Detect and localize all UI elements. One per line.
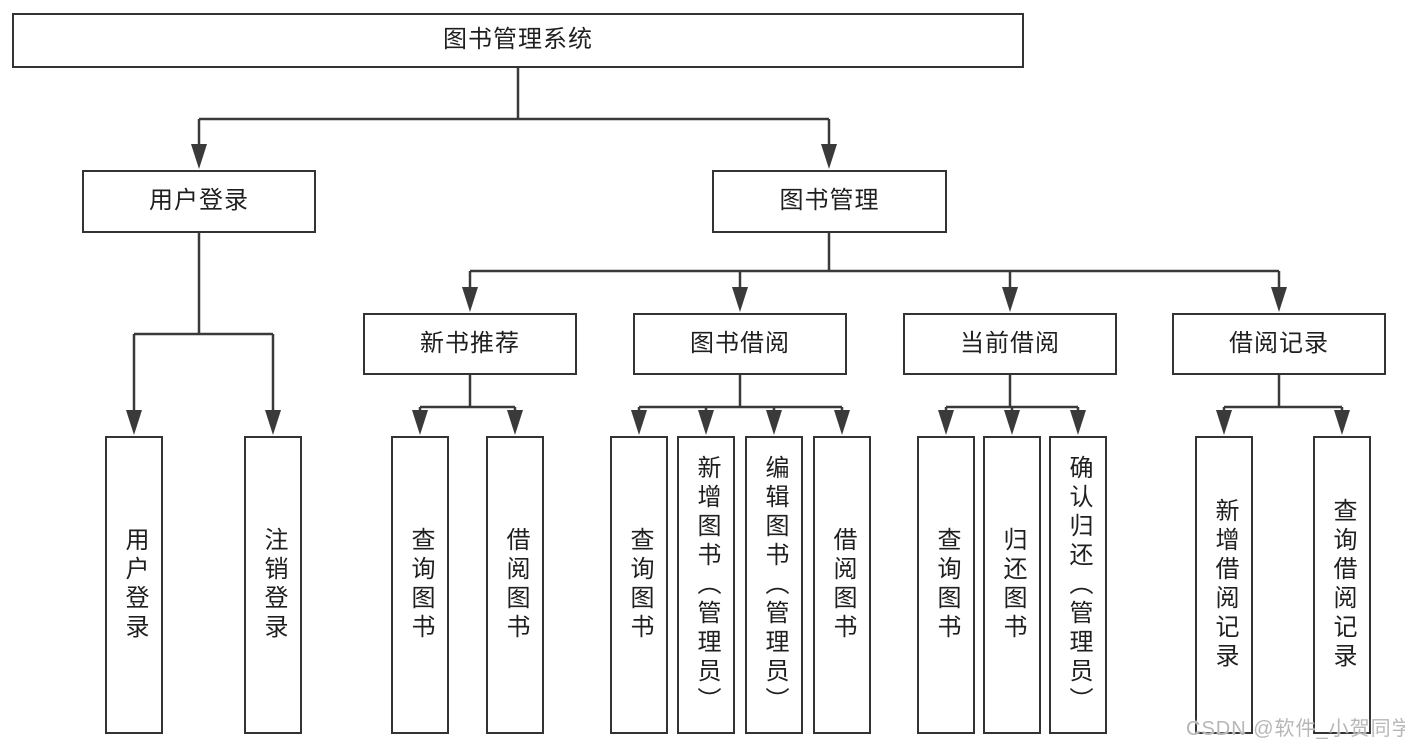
leaf-user-login: 用户登录	[105, 436, 163, 734]
node-label: 借阅图书	[829, 527, 856, 643]
node-library-management-system: 图书管理系统	[12, 13, 1024, 68]
leaf-add-books-admin: 新增图书（管理员）	[677, 436, 735, 734]
node-label: 编辑图书（管理员）	[761, 454, 788, 716]
node-label: 新增借阅记录	[1211, 498, 1238, 672]
leaf-logout: 注销登录	[244, 436, 302, 734]
node-label: 新书推荐	[420, 329, 520, 357]
node-label: 图书管理	[779, 187, 880, 215]
leaf-query-books-recommend: 查询图书	[391, 436, 449, 734]
node-label: 用户登录	[121, 527, 148, 643]
node-label: 用户登录	[149, 187, 249, 215]
node-label: 图书借阅	[690, 329, 790, 357]
leaf-add-borrow-record: 新增借阅记录	[1195, 436, 1253, 734]
node-label: 查询图书	[407, 527, 434, 643]
node-label: 确认归还（管理员）	[1065, 454, 1092, 716]
leaf-confirm-return-admin: 确认归还（管理员）	[1049, 436, 1107, 734]
node-label: 借阅图书	[502, 527, 529, 643]
leaf-query-borrow-record: 查询借阅记录	[1313, 436, 1371, 734]
leaf-borrow-books-recommend: 借阅图书	[486, 436, 544, 734]
node-label: 查询图书	[626, 527, 653, 643]
node-label: 图书管理系统	[443, 26, 593, 54]
node-user-login: 用户登录	[82, 170, 316, 233]
node-label: 注销登录	[260, 527, 287, 643]
node-label: 新增图书（管理员）	[693, 454, 720, 716]
node-label: 借阅记录	[1229, 329, 1329, 357]
leaf-borrow-books: 借阅图书	[813, 436, 871, 734]
leaf-query-books-current: 查询图书	[917, 436, 975, 734]
node-label: 查询图书	[933, 527, 960, 643]
node-label: 当前借阅	[960, 329, 1060, 357]
node-book-borrow: 图书借阅	[633, 313, 847, 375]
node-new-book-recommend: 新书推荐	[363, 313, 577, 375]
node-label: 归还图书	[999, 527, 1026, 643]
leaf-query-books-borrow: 查询图书	[610, 436, 668, 734]
leaf-return-books: 归还图书	[983, 436, 1041, 734]
node-borrow-records: 借阅记录	[1172, 313, 1386, 375]
leaf-edit-books-admin: 编辑图书（管理员）	[745, 436, 803, 734]
node-current-borrow: 当前借阅	[903, 313, 1117, 375]
node-label: 查询借阅记录	[1329, 498, 1356, 672]
csdn-watermark: CSDN @软件_小贺同学	[1186, 718, 1405, 740]
node-book-management: 图书管理	[712, 170, 947, 233]
